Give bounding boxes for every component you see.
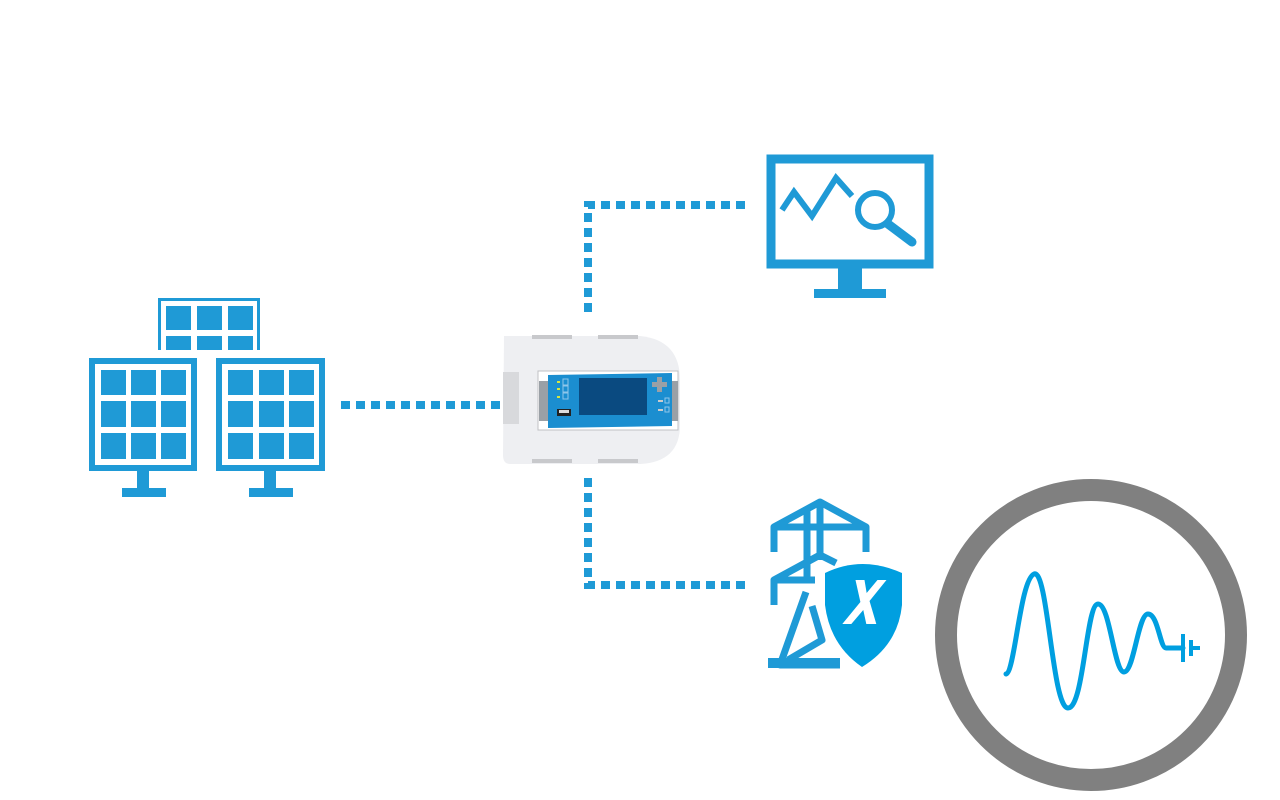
damped-waveform-icon [935, 479, 1247, 791]
connector-controller-monitor [584, 201, 746, 312]
connector-controller-grid [584, 478, 746, 589]
controller-device-icon [503, 335, 680, 464]
solar-panels-icon [89, 298, 325, 497]
power-tower-shield-icon [768, 498, 902, 669]
monitor-analytics-icon [766, 154, 934, 298]
